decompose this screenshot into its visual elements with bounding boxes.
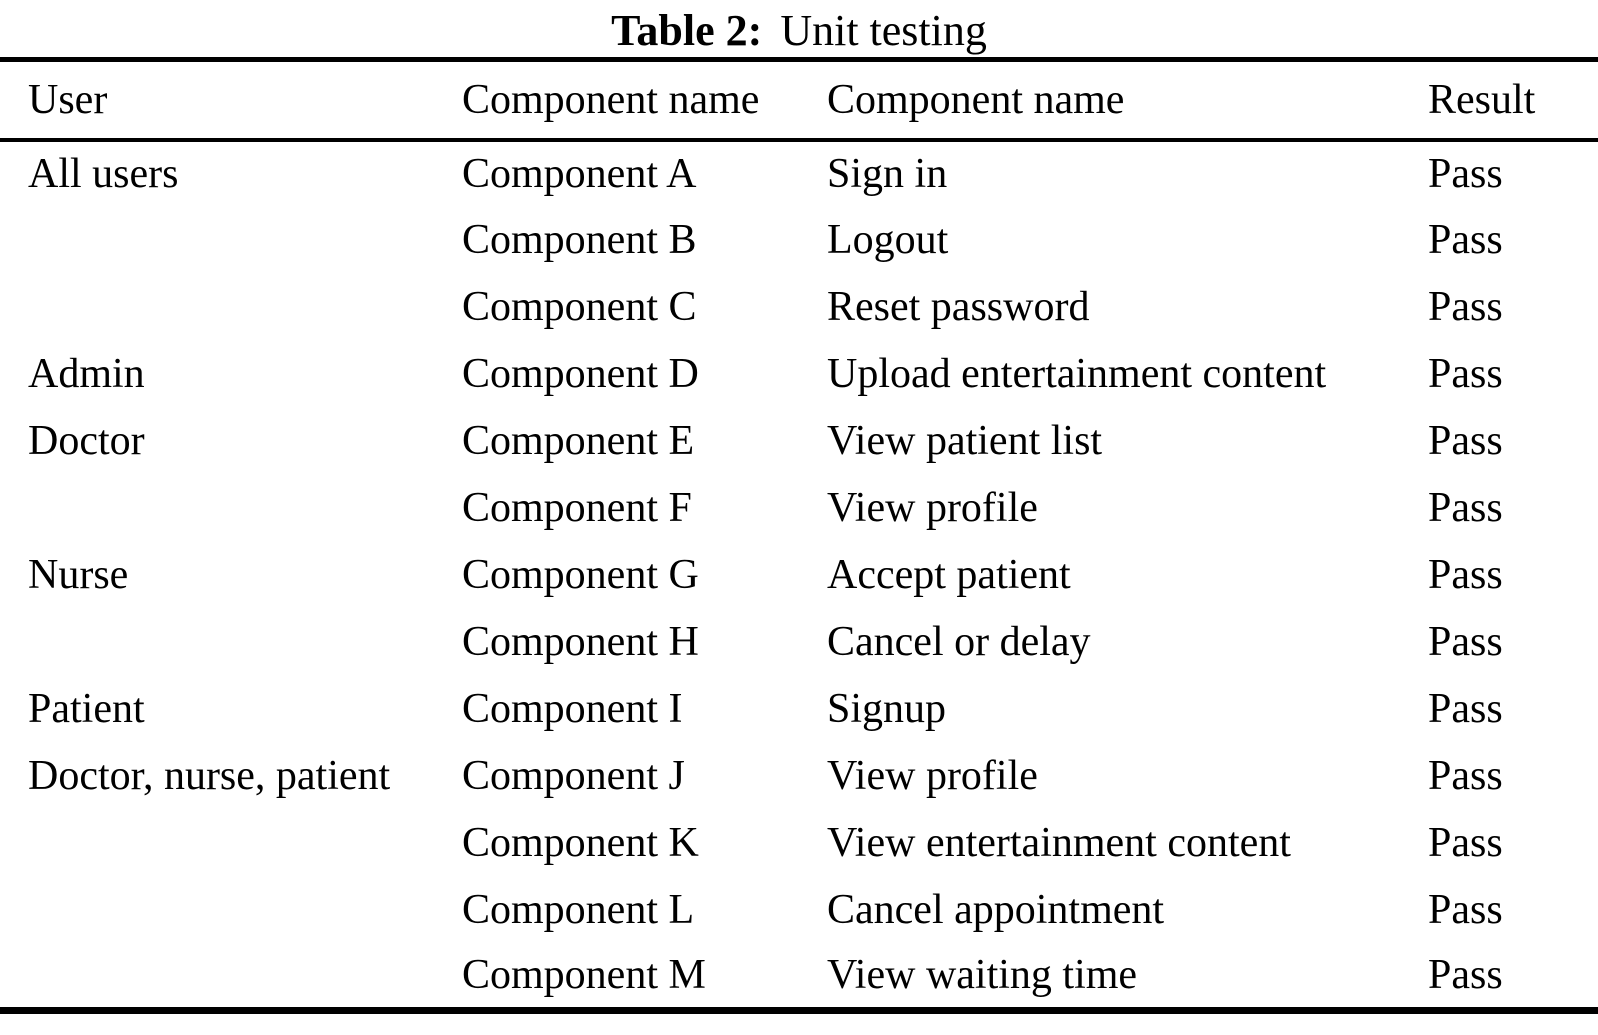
cell-component: Component E xyxy=(462,418,695,464)
table-body: All users Component A Sign in Pass Compo… xyxy=(0,140,1598,1011)
header-row: User Component name Component name Resul… xyxy=(0,60,1598,140)
table-row: Component C Reset password Pass xyxy=(0,274,1598,341)
cell-component: Component B xyxy=(462,217,697,263)
cell-component: Component A xyxy=(462,151,697,197)
cell-result: Pass xyxy=(1428,284,1503,330)
cell-component: Component I xyxy=(462,686,683,732)
cell-component-name: View profile xyxy=(827,753,1038,799)
table-row: Patient Component I Signup Pass xyxy=(0,676,1598,743)
cell-component: Component G xyxy=(462,552,699,598)
cell-component-name: Cancel appointment xyxy=(827,887,1165,933)
cell-result: Pass xyxy=(1428,485,1503,531)
cell-component: Component H xyxy=(462,619,699,665)
cell-user: Doctor xyxy=(28,418,145,464)
unit-testing-table: User Component name Component name Resul… xyxy=(0,57,1598,1014)
cell-component: Component L xyxy=(462,887,695,933)
cell-user xyxy=(0,475,462,542)
table-row: Component F View profile Pass xyxy=(0,475,1598,542)
cell-component-name: Accept patient xyxy=(827,552,1071,598)
cell-result: Pass xyxy=(1428,418,1503,464)
table-row: All users Component A Sign in Pass xyxy=(0,140,1598,207)
cell-user xyxy=(0,810,462,877)
cell-component: Component C xyxy=(462,284,697,330)
cell-component-name: Signup xyxy=(827,686,947,732)
table-caption-title: Unit testing xyxy=(780,5,987,55)
cell-user: Admin xyxy=(28,351,145,397)
cell-component-name: Cancel or delay xyxy=(827,619,1091,665)
table-caption: Table 2: Unit testing xyxy=(0,0,1598,57)
cell-result: Pass xyxy=(1428,820,1503,866)
cell-user: All users xyxy=(28,151,179,197)
cell-component: Component D xyxy=(462,351,699,397)
table-header: User Component name Component name Resul… xyxy=(0,60,1598,140)
cell-user: Patient xyxy=(28,686,145,732)
cell-component-name: Logout xyxy=(827,217,949,263)
table-row: Component H Cancel or delay Pass xyxy=(0,609,1598,676)
cell-user xyxy=(0,609,462,676)
cell-user: Nurse xyxy=(28,552,129,598)
cell-user xyxy=(0,274,462,341)
cell-component-name: View patient list xyxy=(827,418,1103,464)
cell-component: Component F xyxy=(462,485,692,531)
table-row: Component K View entertainment content P… xyxy=(0,810,1598,877)
table-row: Component B Logout Pass xyxy=(0,207,1598,274)
cell-user xyxy=(0,207,462,274)
cell-component-name: Upload entertainment content xyxy=(827,351,1327,397)
header-user: User xyxy=(28,76,108,123)
table-row: Admin Component D Upload entertainment c… xyxy=(0,341,1598,408)
cell-component: Component J xyxy=(462,753,685,799)
cell-component-name: Sign in xyxy=(827,151,948,197)
table-row: Doctor, nurse, patient Component J View … xyxy=(0,743,1598,810)
cell-result: Pass xyxy=(1428,686,1503,732)
cell-component-name: View profile xyxy=(827,485,1038,531)
header-component: Component name xyxy=(462,76,760,123)
table-row: Component M View waiting time Pass xyxy=(0,944,1598,1011)
header-result: Result xyxy=(1428,76,1536,123)
cell-result: Pass xyxy=(1428,887,1503,933)
cell-user xyxy=(0,877,462,944)
cell-user: Doctor, nurse, patient xyxy=(28,753,391,799)
header-component-name: Component name xyxy=(827,76,1125,123)
cell-result: Pass xyxy=(1428,351,1503,397)
table-row: Doctor Component E View patient list Pas… xyxy=(0,408,1598,475)
cell-component-name: View entertainment content xyxy=(827,820,1291,866)
cell-component-name: Reset password xyxy=(827,284,1090,330)
cell-result: Pass xyxy=(1428,552,1503,598)
cell-result: Pass xyxy=(1428,151,1503,197)
table-row: Component L Cancel appointment Pass xyxy=(0,877,1598,944)
cell-component-name: View waiting time xyxy=(827,952,1138,999)
cell-component: Component M xyxy=(462,952,706,999)
table-caption-label: Table 2: xyxy=(611,5,763,55)
cell-result: Pass xyxy=(1428,619,1503,665)
cell-result: Pass xyxy=(1428,753,1503,799)
table-row: Nurse Component G Accept patient Pass xyxy=(0,542,1598,609)
cell-result: Pass xyxy=(1428,952,1503,999)
cell-user xyxy=(0,944,462,1011)
cell-result: Pass xyxy=(1428,217,1503,263)
cell-component: Component K xyxy=(462,820,699,866)
